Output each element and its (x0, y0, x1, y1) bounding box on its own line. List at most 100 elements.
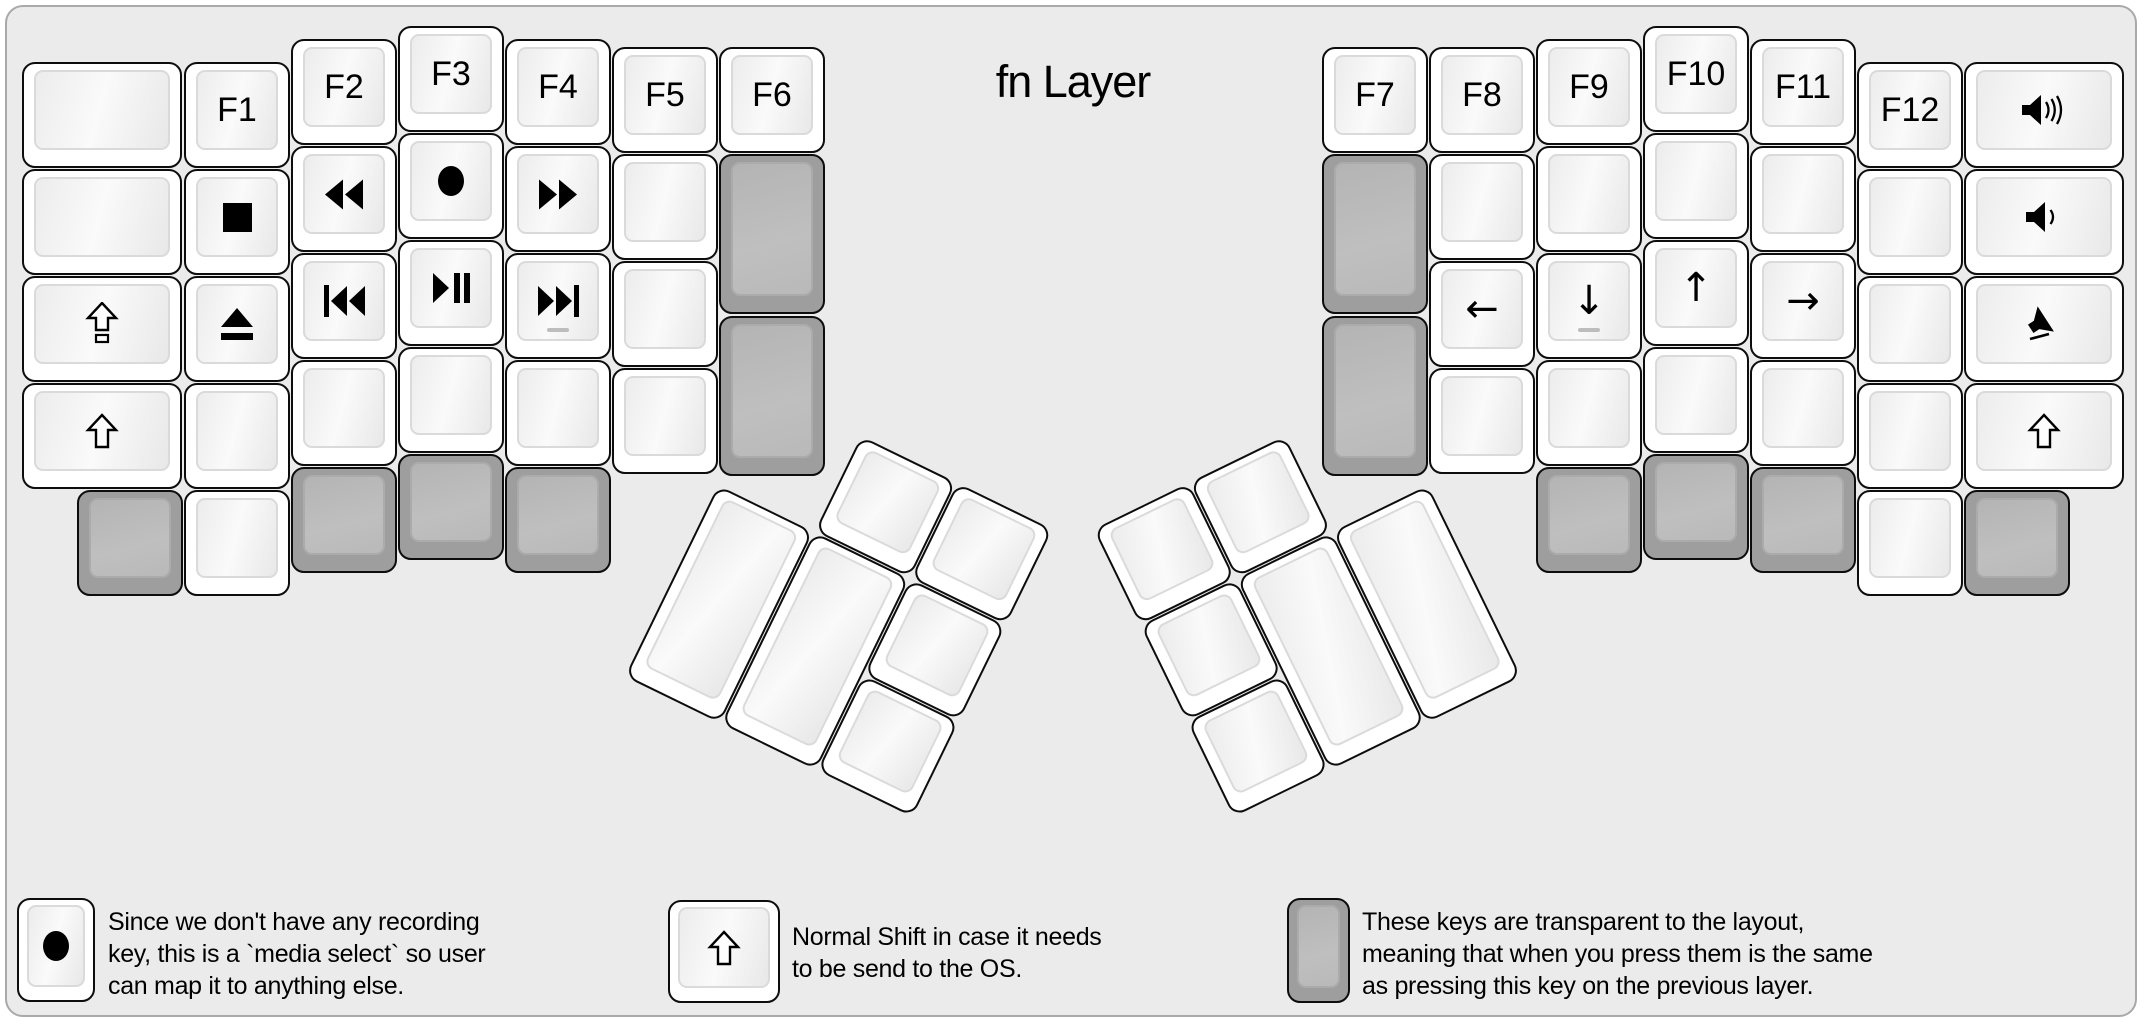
key-blank-l-f1-4[interactable] (184, 383, 290, 489)
key-f3[interactable]: F3 (398, 26, 504, 132)
keytop (410, 248, 492, 328)
key-blank-r-f9-2[interactable] (1536, 146, 1642, 252)
mute-icon (2022, 304, 2066, 344)
key-f4[interactable]: F4 (505, 39, 611, 145)
key-arrow-left[interactable]: ← (1429, 261, 1535, 367)
key-f1[interactable]: F1 (184, 62, 290, 168)
key-shift-left[interactable] (22, 383, 182, 489)
key-stop[interactable] (184, 169, 290, 275)
key-transparent-r-5[interactable] (1750, 467, 1856, 573)
homing-bar-mark (1578, 328, 1600, 332)
key-rewind[interactable] (291, 146, 397, 252)
keytop: F3 (410, 34, 492, 114)
key-f5[interactable]: F5 (612, 47, 718, 153)
key-transparent-r-2[interactable] (1322, 316, 1428, 476)
key-blank-r-bottom[interactable] (1857, 490, 1963, 596)
key-legend-record-key[interactable] (17, 898, 95, 1002)
key-prev-track[interactable] (291, 253, 397, 359)
key-label-f10: F10 (1666, 54, 1726, 93)
keytop (1976, 284, 2112, 364)
key-blank-r-f12-2[interactable] (1857, 169, 1963, 275)
key-arrow-up[interactable]: ↑ (1643, 240, 1749, 346)
key-play-pause[interactable] (398, 240, 504, 346)
key-blank-l-f5-3[interactable] (612, 261, 718, 367)
keytop: F12 (1869, 70, 1951, 150)
keytop: F5 (624, 55, 706, 135)
key-blank-r-f11-4[interactable] (1750, 360, 1856, 466)
key-blank-l-outer-1[interactable] (22, 62, 182, 168)
key-volume-down[interactable] (1964, 169, 2124, 275)
key-blank-r-f9-4[interactable] (1536, 360, 1642, 466)
key-arrow-right[interactable]: → (1750, 253, 1856, 359)
key-blank-l-f3-4[interactable] (398, 347, 504, 453)
key-record[interactable] (398, 133, 504, 239)
keytop (517, 368, 599, 448)
key-label-f7: F7 (1355, 75, 1395, 114)
keytop (624, 376, 706, 456)
keytop (34, 70, 170, 150)
key-blank-r-f8-4[interactable] (1429, 368, 1535, 474)
key-transparent-l-2[interactable] (719, 316, 825, 476)
key-blank-l-outer-2[interactable] (22, 169, 182, 275)
key-f2[interactable]: F2 (291, 39, 397, 145)
key-label-f2: F2 (324, 67, 364, 106)
keytop (34, 391, 170, 471)
key-f9[interactable]: F9 (1536, 39, 1642, 145)
key-shift-right[interactable] (1964, 383, 2124, 489)
key-f10[interactable]: F10 (1643, 26, 1749, 132)
keytop (1869, 284, 1951, 364)
key-legend-shift-key[interactable] (668, 900, 780, 1003)
key-legend-transparent-key[interactable] (1287, 898, 1350, 1003)
key-f12[interactable]: F12 (1857, 62, 1963, 168)
keytop (1297, 905, 1340, 988)
key-blank-l-f5-2[interactable] (612, 154, 718, 260)
key-blank-r-f8-2[interactable] (1429, 154, 1535, 260)
key-blank-r-f10-2[interactable] (1643, 133, 1749, 239)
key-label-f6: F6 (752, 75, 792, 114)
key-mute[interactable] (1964, 276, 2124, 382)
key-caps-lock[interactable] (22, 276, 182, 382)
key-blank-r-f12-4[interactable] (1857, 383, 1963, 489)
keytop (410, 462, 492, 542)
key-transparent-r-4[interactable] (1643, 454, 1749, 560)
key-blank-r-f10-4[interactable] (1643, 347, 1749, 453)
key-blank-l-f5-4[interactable] (612, 368, 718, 474)
key-blank-l-bottom[interactable] (184, 490, 290, 596)
key-f8[interactable]: F8 (1429, 47, 1535, 153)
volume-down-icon (2020, 198, 2068, 236)
legend-text-line: meaning that when you press them is the … (1362, 940, 1873, 968)
key-transparent-r-1[interactable] (1322, 154, 1428, 314)
key-transparent-r-6[interactable] (1964, 490, 2070, 596)
keytop (1976, 177, 2112, 257)
key-blank-r-f12-3[interactable] (1857, 276, 1963, 382)
record-icon (434, 163, 468, 199)
keytop (1976, 498, 2058, 578)
key-transparent-l-4[interactable] (291, 467, 397, 573)
key-label-f11: F11 (1774, 67, 1832, 106)
key-f6[interactable]: F6 (719, 47, 825, 153)
key-eject[interactable] (184, 276, 290, 382)
legend-text-line: key, this is a `media select` so user (108, 940, 486, 968)
keytop: ← (1441, 269, 1523, 349)
key-f7[interactable]: F7 (1322, 47, 1428, 153)
key-transparent-l-1[interactable] (719, 154, 825, 314)
key-f11[interactable]: F11 (1750, 39, 1856, 145)
keytop (34, 177, 170, 257)
key-next-track[interactable] (505, 253, 611, 359)
key-transparent-l-3[interactable] (77, 490, 183, 596)
keytop (1655, 141, 1737, 221)
key-volume-up[interactable] (1964, 62, 2124, 168)
key-transparent-l-5[interactable] (398, 454, 504, 560)
keytop: F4 (517, 47, 599, 127)
keytop (624, 162, 706, 242)
key-blank-l-f2-4[interactable] (291, 360, 397, 466)
key-transparent-r-3[interactable] (1536, 467, 1642, 573)
keytop (1334, 324, 1416, 458)
key-arrow-down[interactable]: ↓ (1536, 253, 1642, 359)
key-blank-r-f11-2[interactable] (1750, 146, 1856, 252)
key-transparent-l-6[interactable] (505, 467, 611, 573)
key-blank-l-f4-4[interactable] (505, 360, 611, 466)
key-fast-forward[interactable] (505, 146, 611, 252)
keytop (1976, 391, 2112, 471)
